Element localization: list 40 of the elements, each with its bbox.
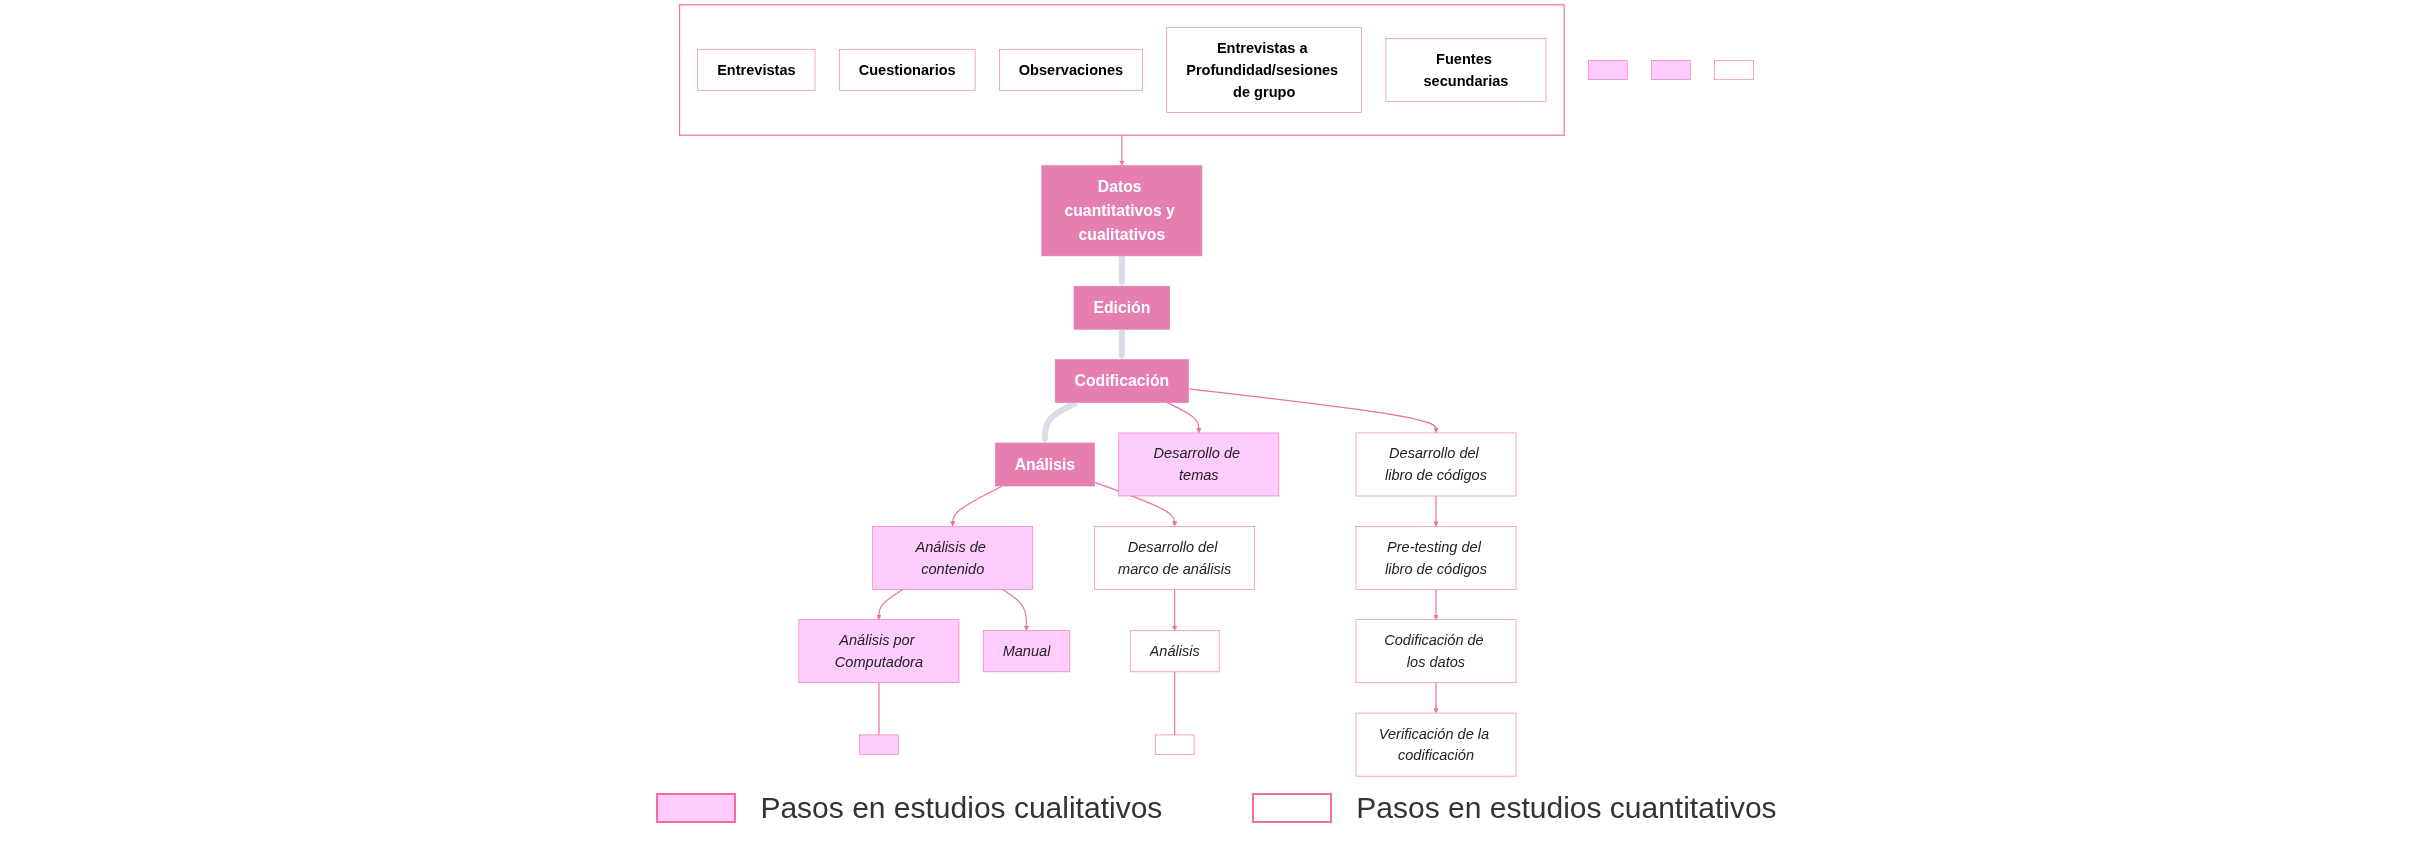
node-box: Codificación xyxy=(1054,359,1189,403)
node-box xyxy=(859,734,899,755)
node-box: Análisis por Computadora xyxy=(798,619,960,684)
node-box: Observaciones xyxy=(999,49,1143,91)
node-box: Edición xyxy=(1073,285,1171,330)
legend-label: Pasos en estudios cualitativos xyxy=(760,791,1163,825)
node-box: Análisis xyxy=(1129,630,1220,673)
node-box: Cuestionarios xyxy=(839,49,976,91)
arrow xyxy=(1188,388,1439,434)
arrow xyxy=(1002,588,1030,631)
cluster xyxy=(679,4,1565,136)
node-box: Desarrollo del libro de códigos xyxy=(1355,432,1517,497)
arrow xyxy=(1172,588,1178,631)
connector xyxy=(878,682,880,736)
node-box: Fuentes secundarias xyxy=(1385,38,1547,102)
arrow xyxy=(1118,255,1125,287)
arrow xyxy=(1433,588,1439,620)
arrow xyxy=(1118,328,1125,360)
node-box: Entrevistas xyxy=(697,49,816,91)
node-box xyxy=(1714,60,1754,81)
node-box: Desarrollo del marco de análisis xyxy=(1094,526,1256,590)
arrow xyxy=(1433,495,1439,527)
node-box xyxy=(1651,60,1691,81)
arrow xyxy=(1119,134,1125,166)
node-box: Entrevistas a Profundidad/sesiones de grupo xyxy=(1166,27,1362,113)
node-box: Pre-testing del libro de códigos xyxy=(1355,526,1517,590)
arrow xyxy=(1433,682,1439,714)
node-box: Análisis de contenido xyxy=(872,526,1034,590)
node-box xyxy=(1588,60,1628,81)
node-box: Desarrollo de temas xyxy=(1118,432,1280,497)
arrow xyxy=(876,588,904,620)
node-box: Análisis xyxy=(995,442,1095,487)
node-box xyxy=(1155,734,1195,755)
legend-label: Pasos en estudios cuantitativos xyxy=(1356,791,1777,825)
node-box: Manual xyxy=(983,630,1071,673)
node-box: Datos cuantitativos y cualitativos xyxy=(1041,165,1203,257)
connector xyxy=(1174,671,1176,736)
arrow xyxy=(1166,402,1202,434)
node-box: Verificación de la codificación xyxy=(1355,712,1517,777)
node-box: Codificación de los datos xyxy=(1355,619,1517,684)
